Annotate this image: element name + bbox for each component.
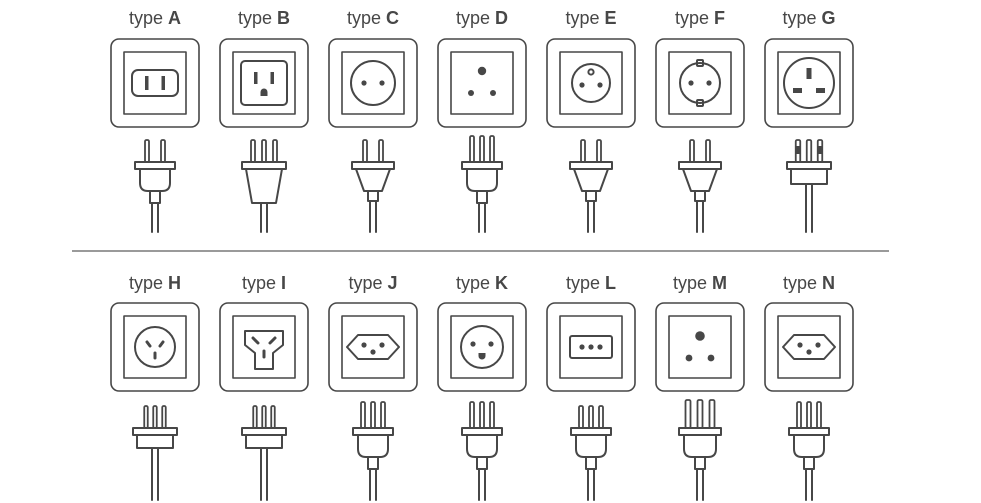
plug-three-flat-pins-icon <box>241 405 287 501</box>
plug-type-letter: M <box>712 273 727 293</box>
plug-type-letter: B <box>277 8 290 28</box>
socket-two-holes-earth-pin-icon <box>546 38 636 128</box>
plug-type-k: type K <box>437 273 527 501</box>
plug-type-label: type F <box>675 8 725 28</box>
socket-two-flat-slots-icon <box>110 38 200 128</box>
socket-three-large-round-holes-icon <box>655 302 745 392</box>
plug-type-letter: E <box>605 8 617 28</box>
plug-type-prefix: type <box>129 8 168 28</box>
plug-type-letter: F <box>714 8 725 28</box>
plug-type-f: type F <box>655 8 745 233</box>
plug-type-n: type N <box>764 273 854 501</box>
plug-three-round-pins-icon <box>461 135 503 233</box>
plug-type-label: type E <box>565 8 616 28</box>
socket-three-holes-hexagonal-recess-icon <box>328 302 418 392</box>
plug-type-label: type B <box>238 8 290 28</box>
socket-two-slots-with-ground-hole-icon <box>219 38 309 128</box>
plug-type-letter: D <box>495 8 508 28</box>
plug-type-prefix: type <box>456 273 495 293</box>
plug-type-letter: K <box>495 273 508 293</box>
plug-type-c: type C <box>328 8 418 233</box>
plug-type-prefix: type <box>565 8 604 28</box>
plug-type-letter: H <box>168 273 181 293</box>
plug-type-letter: J <box>388 273 398 293</box>
plug-three-pins-icon <box>241 139 287 233</box>
plug-type-letter: N <box>822 273 835 293</box>
plug-type-l: type L <box>546 273 636 501</box>
plug-type-prefix: type <box>456 8 495 28</box>
plug-three-rectangular-pins-icon <box>786 139 832 233</box>
plug-type-label: type I <box>242 273 286 293</box>
plug-type-i: type I <box>219 273 309 501</box>
socket-three-holes-in-line-icon <box>546 302 636 392</box>
plug-type-letter: C <box>386 8 399 28</box>
plug-two-flat-pins-icon <box>134 139 176 233</box>
plug-two-round-pins-icon <box>351 139 395 233</box>
plug-three-round-pins-icon <box>461 401 503 501</box>
socket-three-holes-hexagonal-recess-icon <box>764 302 854 392</box>
socket-three-slots-y-shape-icon <box>110 302 200 392</box>
plug-type-prefix: type <box>675 8 714 28</box>
plug-type-e: type E <box>546 8 636 233</box>
plug-type-g: type G <box>764 8 854 233</box>
plug-type-label: type G <box>782 8 835 28</box>
plug-type-label: type D <box>456 8 508 28</box>
plug-type-prefix: type <box>129 273 168 293</box>
plug-type-h: type H <box>110 273 200 501</box>
plug-type-j: type J <box>328 273 418 501</box>
plug-three-round-pins-icon <box>788 401 830 501</box>
socket-three-rectangular-slots-icon <box>764 38 854 128</box>
plug-type-prefix: type <box>673 273 712 293</box>
plug-three-round-pins-in-line-icon <box>570 405 612 501</box>
plug-type-label: type C <box>347 8 399 28</box>
plug-type-label: type L <box>566 273 616 293</box>
plug-type-m: type M <box>655 273 745 501</box>
plug-type-letter: L <box>605 273 616 293</box>
plug-type-label: type H <box>129 273 181 293</box>
plug-type-a: type A <box>110 8 200 233</box>
plug-two-round-pins-icon <box>569 139 613 233</box>
plug-type-prefix: type <box>242 273 281 293</box>
plug-type-label: type A <box>129 8 181 28</box>
plug-type-prefix: type <box>238 8 277 28</box>
plug-type-d: type D <box>437 8 527 233</box>
plug-type-letter: G <box>822 8 836 28</box>
socket-three-slots-angled-icon <box>219 302 309 392</box>
plug-two-round-pins-icon <box>678 139 722 233</box>
plug-type-prefix: type <box>783 273 822 293</box>
plug-three-large-round-pins-icon <box>678 399 722 501</box>
plug-type-b: type B <box>219 8 309 233</box>
plug-type-label: type M <box>673 273 727 293</box>
plug-type-prefix: type <box>566 273 605 293</box>
plug-type-prefix: type <box>347 8 386 28</box>
plug-type-label: type K <box>456 273 508 293</box>
plug-type-letter: A <box>168 8 181 28</box>
plug-type-label: type N <box>783 273 835 293</box>
socket-three-holes-round-face-icon <box>437 302 527 392</box>
socket-three-round-holes-triangle-icon <box>437 38 527 128</box>
plug-type-prefix: type <box>782 8 821 28</box>
socket-two-holes-side-clips-icon <box>655 38 745 128</box>
plug-type-prefix: type <box>348 273 387 293</box>
plug-type-letter: I <box>281 273 286 293</box>
socket-two-round-holes-icon <box>328 38 418 128</box>
plug-type-label: type J <box>348 273 397 293</box>
plug-three-round-pins-icon <box>352 401 394 501</box>
plug-three-flat-pins-icon <box>132 405 178 501</box>
